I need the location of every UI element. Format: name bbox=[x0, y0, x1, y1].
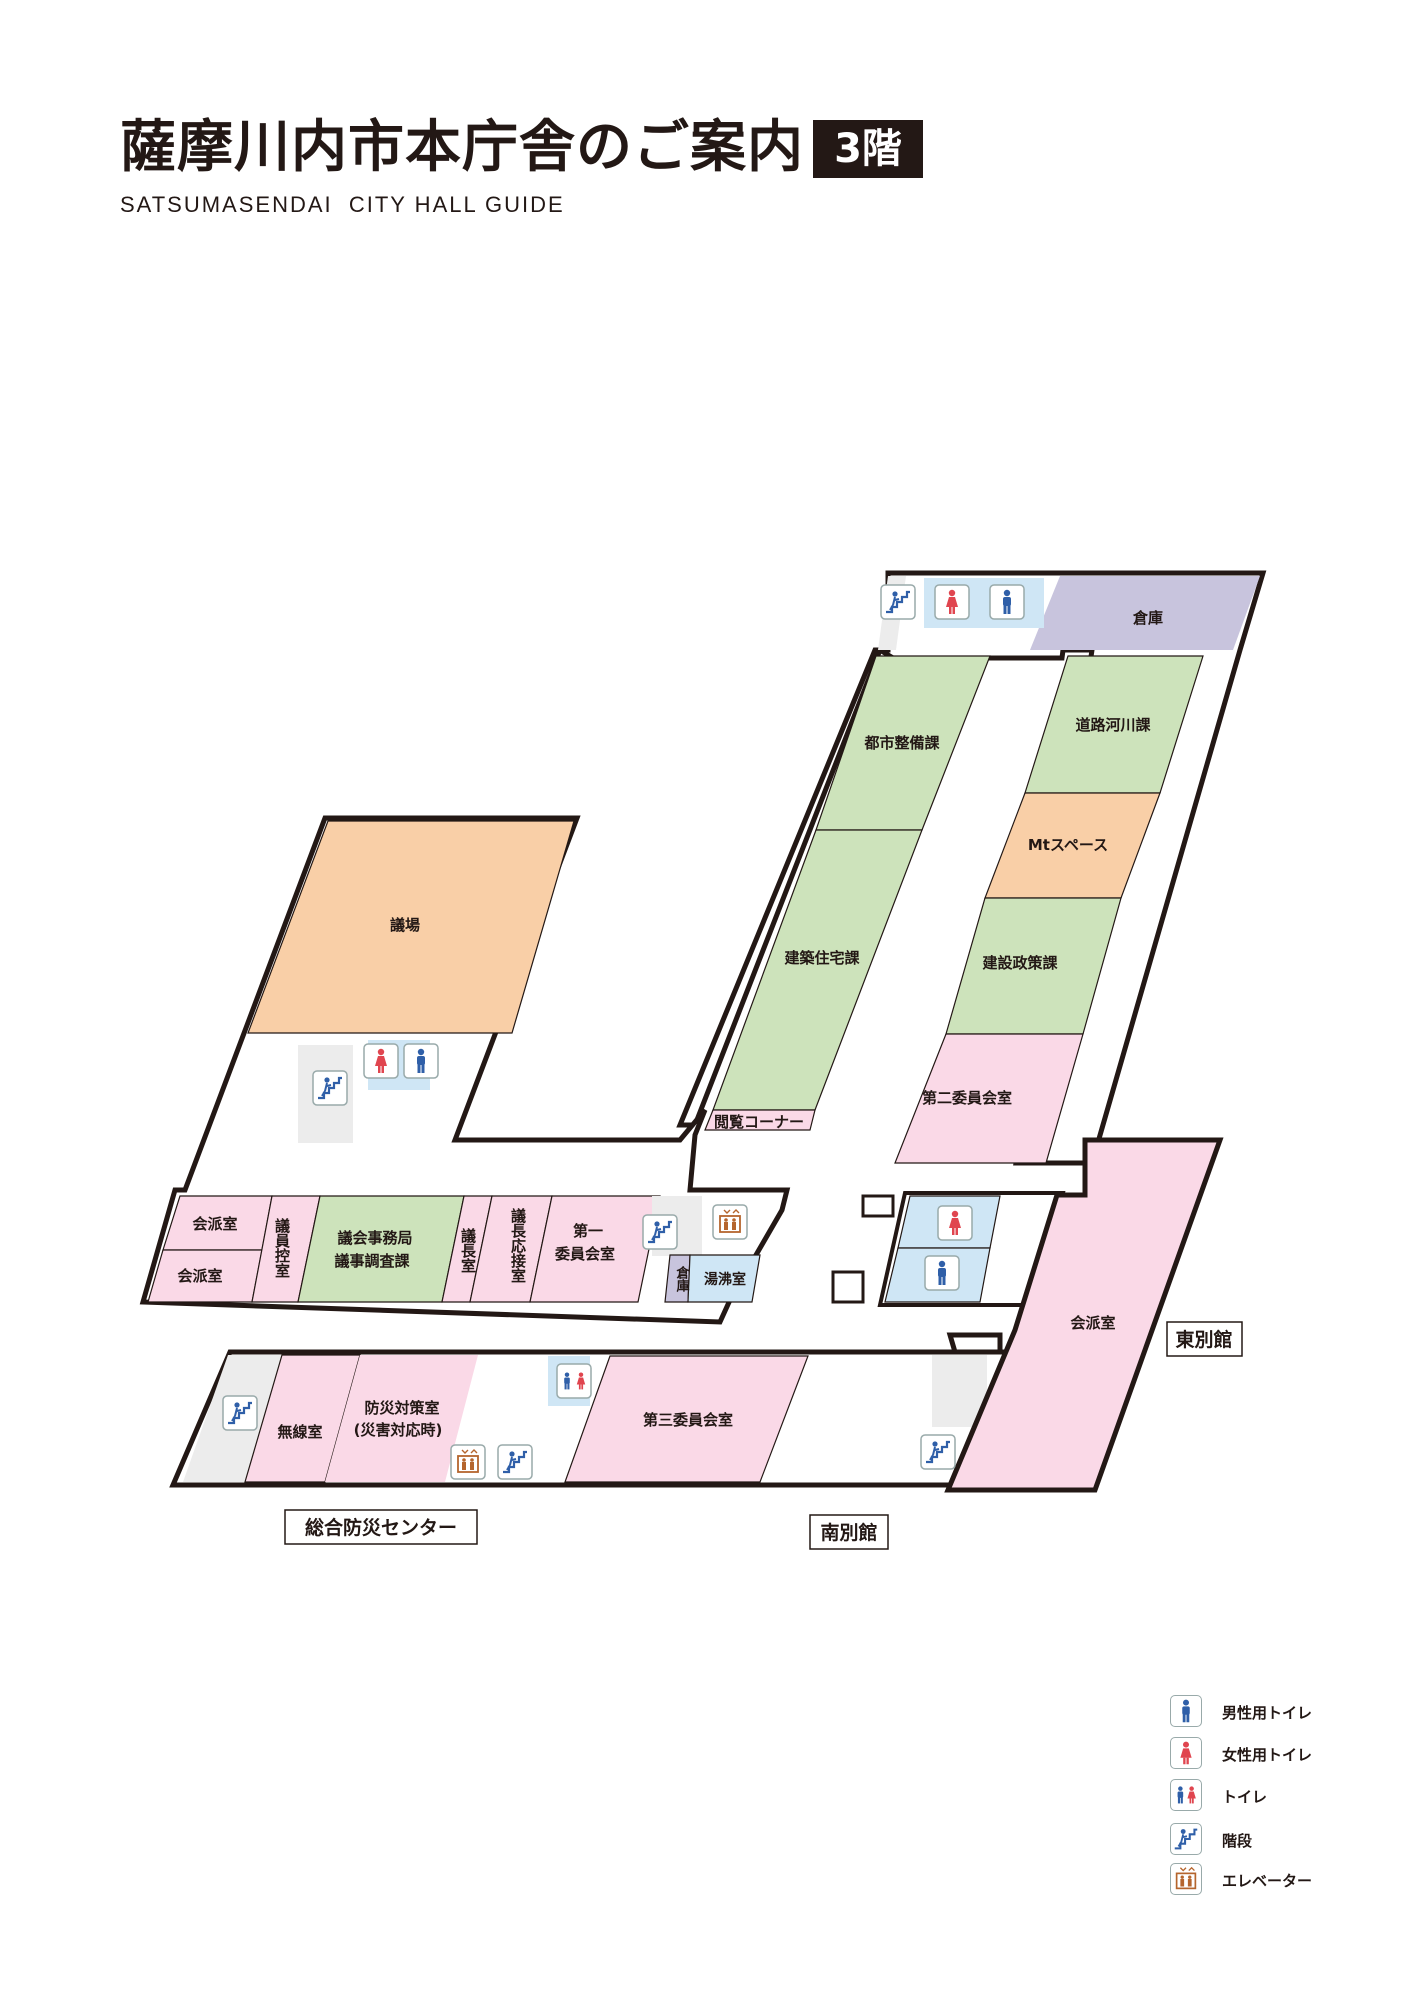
main-block bbox=[139, 815, 791, 1325]
room-gijou-label: 議場 bbox=[390, 916, 420, 934]
room-jimukyoku-label1: 議会事務局 bbox=[337, 1229, 412, 1247]
east-wing bbox=[676, 570, 1267, 1166]
svg-text:東別館: 東別館 bbox=[1175, 1328, 1232, 1351]
room-kaiha-east-label: 会派室 bbox=[1070, 1314, 1115, 1332]
legend-item-male: 男性用トイレ bbox=[1170, 1695, 1370, 1731]
svg-text:南別館: 南別館 bbox=[820, 1521, 877, 1544]
room-dai1-label1: 第一 bbox=[573, 1222, 603, 1240]
page-title: 薩摩川内市本庁舎のご案内 bbox=[120, 115, 804, 180]
room-kenchiku-label: 建築住宅課 bbox=[784, 949, 860, 967]
room-bousai-label1: 防災対策室 bbox=[364, 1399, 439, 1417]
room-dai3-label: 第三委員会室 bbox=[643, 1411, 733, 1429]
room-gichou-label: 議長室 bbox=[459, 1227, 477, 1273]
south-annex bbox=[169, 1332, 1008, 1488]
floor-badge: 3階 bbox=[813, 120, 923, 178]
room-yuwakashi[interactable] bbox=[687, 1254, 761, 1303]
room-souko-top-label: 倉庫 bbox=[1132, 609, 1163, 627]
room-giin-label: 議員控室 bbox=[273, 1217, 291, 1278]
room-musen-label: 無線室 bbox=[277, 1423, 322, 1441]
room-yuwakashi-label: 湯沸室 bbox=[704, 1271, 746, 1288]
label-south-annex: 南別館 bbox=[809, 1514, 889, 1550]
room-douro-label: 道路河川課 bbox=[1075, 716, 1151, 734]
room-souko-top[interactable] bbox=[1030, 576, 1260, 650]
room-dai1-label2: 委員会室 bbox=[555, 1245, 615, 1263]
room-dai2-label: 第二委員会室 bbox=[922, 1089, 1012, 1107]
room-jimukyoku-label2: 議事調査課 bbox=[334, 1252, 410, 1270]
room-jimukyoku[interactable] bbox=[297, 1195, 465, 1303]
room-souko-small-label: 倉庫 bbox=[674, 1265, 691, 1293]
toilet-icon bbox=[556, 1363, 592, 1399]
page-subtitle: SATSUMASENDAI CITY HALL GUIDE bbox=[120, 192, 565, 217]
legend-item-stairs: 階段 bbox=[1170, 1823, 1370, 1859]
room-kensetsu-label: 建設政策課 bbox=[982, 954, 1058, 972]
room-kaiha2-label: 会派室 bbox=[177, 1267, 222, 1285]
legend-item-female: 女性用トイレ bbox=[1170, 1737, 1370, 1773]
stairs-icon bbox=[1170, 1823, 1202, 1855]
legend-item-toilet: トイレ bbox=[1170, 1779, 1370, 1815]
room-etsuran-label: 閲覧コーナー bbox=[714, 1113, 804, 1131]
room-bousai[interactable] bbox=[325, 1355, 478, 1482]
legend-item-elevator: エレベーター bbox=[1170, 1863, 1370, 1899]
room-gijou[interactable] bbox=[247, 820, 575, 1034]
svg-text:総合防災センター: 総合防災センター bbox=[305, 1516, 457, 1539]
female-toilet-icon bbox=[1170, 1737, 1202, 1769]
room-mt-label: Mtスペース bbox=[1028, 836, 1108, 854]
room-gichou-ousetsu-label: 議長応接室 bbox=[509, 1207, 527, 1283]
label-bousai-center: 総合防災センター bbox=[284, 1509, 478, 1545]
room-etsuran[interactable] bbox=[704, 1109, 816, 1131]
room-dai2[interactable] bbox=[894, 1033, 1084, 1164]
male-toilet-icon bbox=[1170, 1695, 1202, 1727]
toilet-icon bbox=[1170, 1779, 1202, 1811]
room-dai1[interactable] bbox=[529, 1195, 661, 1303]
east-annex-outline bbox=[944, 1137, 1224, 1493]
elevator-icon bbox=[1170, 1863, 1202, 1895]
room-bousai-label2: (災害対応時) bbox=[354, 1421, 443, 1439]
label-east-annex: 東別館 bbox=[1166, 1321, 1243, 1357]
room-dai3[interactable] bbox=[564, 1355, 809, 1483]
room-kaiha1-label: 会派室 bbox=[192, 1215, 237, 1233]
room-toshi-label: 都市整備課 bbox=[863, 734, 940, 752]
